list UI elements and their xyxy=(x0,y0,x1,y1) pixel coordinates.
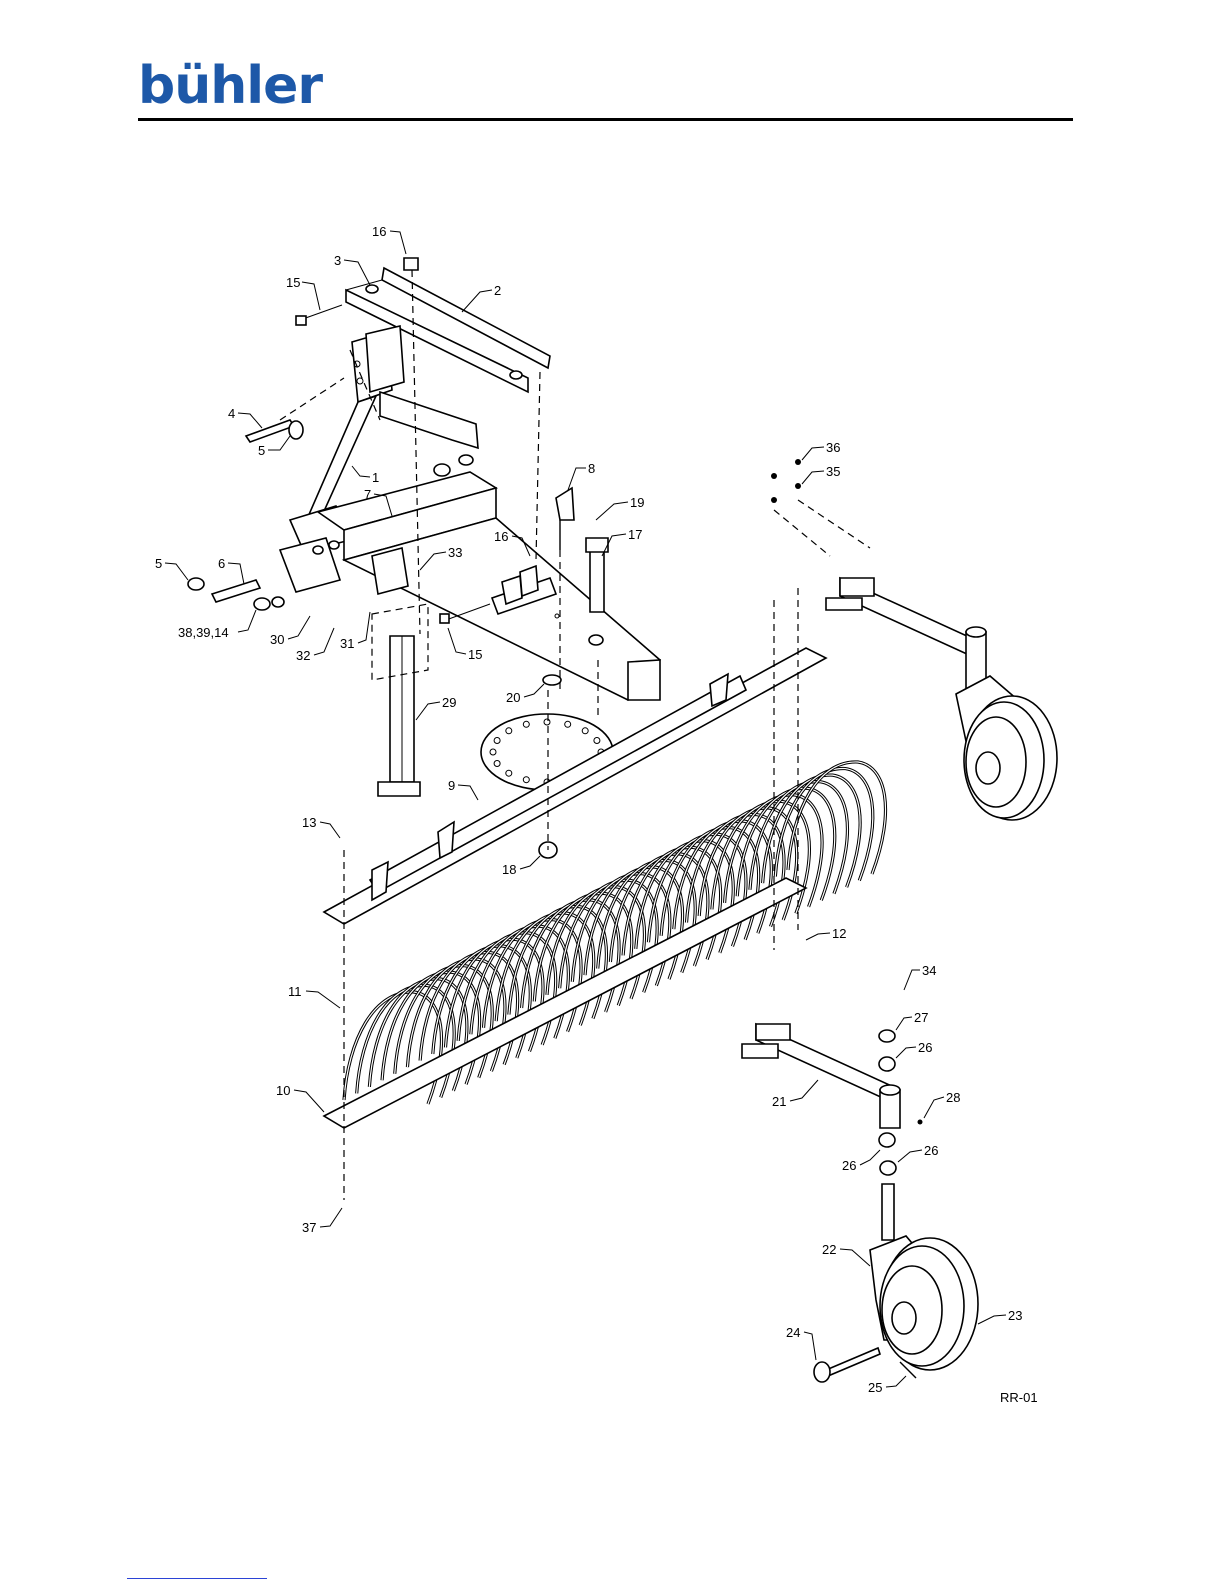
lower-wheel-assembly xyxy=(742,1024,978,1382)
callout-26-c: 26 xyxy=(924,1143,938,1158)
callout-5-b: 5 xyxy=(155,556,162,571)
callout-34: 34 xyxy=(922,963,936,978)
callout-25: 25 xyxy=(868,1380,882,1395)
upper-wheel-assembly xyxy=(771,459,1057,820)
callout-3: 3 xyxy=(334,253,341,268)
callout-26: 26 xyxy=(918,1040,932,1055)
callout-6: 6 xyxy=(218,556,225,571)
callout-16: 16 xyxy=(372,224,386,239)
callout-5: 5 xyxy=(258,443,265,458)
callout-11: 11 xyxy=(288,984,302,999)
callout-20: 20 xyxy=(506,690,520,705)
callout-7: 7 xyxy=(364,487,371,502)
callout-4: 4 xyxy=(228,406,235,421)
callout-22: 22 xyxy=(822,1242,836,1257)
callout-16-b: 16 xyxy=(494,529,508,544)
callout-15: 15 xyxy=(286,275,300,290)
callout-36: 36 xyxy=(826,440,840,455)
callout-26-b: 26 xyxy=(842,1158,856,1173)
callout-24: 24 xyxy=(786,1325,800,1340)
callout-33: 33 xyxy=(448,545,462,560)
callouts: 16 3 2 15 4 5 1 7 8 19 17 16 36 35 5 6 3… xyxy=(155,224,1038,1405)
tine-assembly xyxy=(324,762,886,1128)
callout-17: 17 xyxy=(628,527,642,542)
callout-8: 8 xyxy=(588,461,595,476)
callout-15-b: 15 xyxy=(468,647,482,662)
top-link-bar xyxy=(296,258,550,392)
drawing-code: RR-01 xyxy=(1000,1390,1038,1405)
callout-38-39-14: 38,39,14 xyxy=(178,625,229,640)
callout-32: 32 xyxy=(296,648,310,663)
callout-27: 27 xyxy=(914,1010,928,1025)
callout-21: 21 xyxy=(772,1094,786,1109)
callout-1: 1 xyxy=(372,470,379,485)
callout-31: 31 xyxy=(340,636,354,651)
callout-23: 23 xyxy=(1008,1308,1022,1323)
callout-19: 19 xyxy=(630,495,644,510)
callout-2: 2 xyxy=(494,283,501,298)
callout-28: 28 xyxy=(946,1090,960,1105)
callout-29: 29 xyxy=(442,695,456,710)
callout-10: 10 xyxy=(276,1083,290,1098)
callout-18: 18 xyxy=(502,862,516,877)
callout-13: 13 xyxy=(302,815,316,830)
callout-12: 12 xyxy=(832,926,846,941)
callout-35: 35 xyxy=(826,464,840,479)
callout-37: 37 xyxy=(302,1220,316,1235)
callout-9: 9 xyxy=(448,778,455,793)
callout-30: 30 xyxy=(270,632,284,647)
